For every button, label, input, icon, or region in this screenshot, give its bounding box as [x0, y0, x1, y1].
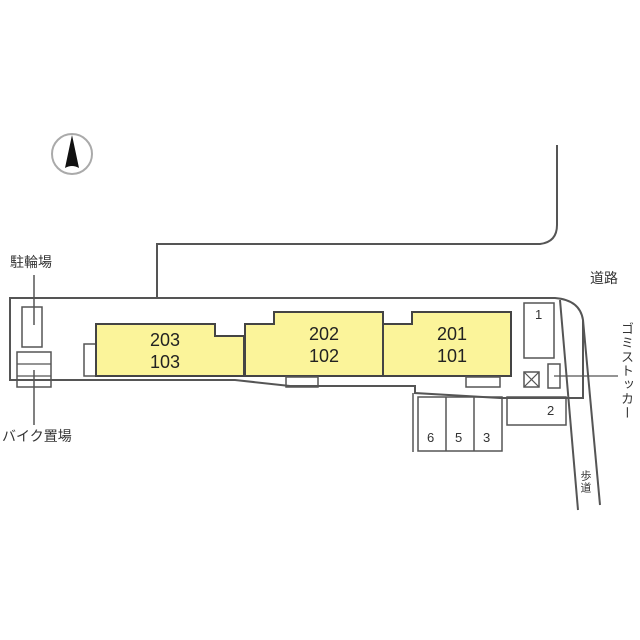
parking-slot-2: [506, 396, 567, 426]
parking-slot-1-label: 1: [535, 307, 543, 322]
motorbike-parking-area: [16, 351, 52, 425]
sidewalk-label: 歩道: [579, 470, 592, 494]
parking-slot-3-label: 3: [483, 430, 491, 445]
building-201-101: [382, 311, 512, 377]
unit-lower: 103: [149, 352, 181, 372]
road-label: 道路: [590, 271, 618, 287]
unit-lower: 101: [436, 346, 468, 366]
bicycle-parking-label: 駐輪場: [10, 255, 52, 271]
unit-upper: 202: [308, 324, 340, 344]
parking-slot-5-label: 5: [455, 430, 463, 445]
parking-slot-2-label: 2: [547, 403, 555, 418]
motorbike-parking-label: バイク置場: [2, 429, 72, 445]
garbage-box-icon: [523, 371, 540, 388]
site-boundary: [9, 297, 584, 399]
building-201-101-label: 201 101: [417, 323, 487, 367]
parking-slot-6-label: 6: [427, 430, 435, 445]
building-202-102-label: 202 102: [289, 323, 359, 367]
garbage-stocker-label: ゴミストッカー: [618, 322, 633, 420]
building-202-102: [244, 311, 384, 377]
road-boundary: [156, 145, 558, 298]
unit-upper: 201: [436, 324, 468, 344]
north-arrow-icon: [51, 133, 93, 175]
sidewalk-line-left: [559, 299, 579, 511]
unit-upper: 203: [149, 330, 181, 350]
parking-block: [412, 393, 503, 452]
bicycle-parking-area: [21, 306, 43, 348]
parking-slot-1: [523, 302, 555, 359]
unit-lower: 102: [308, 346, 340, 366]
building-203-103-label: 203 103: [130, 329, 200, 373]
sidewalk-line-right: [582, 319, 601, 506]
